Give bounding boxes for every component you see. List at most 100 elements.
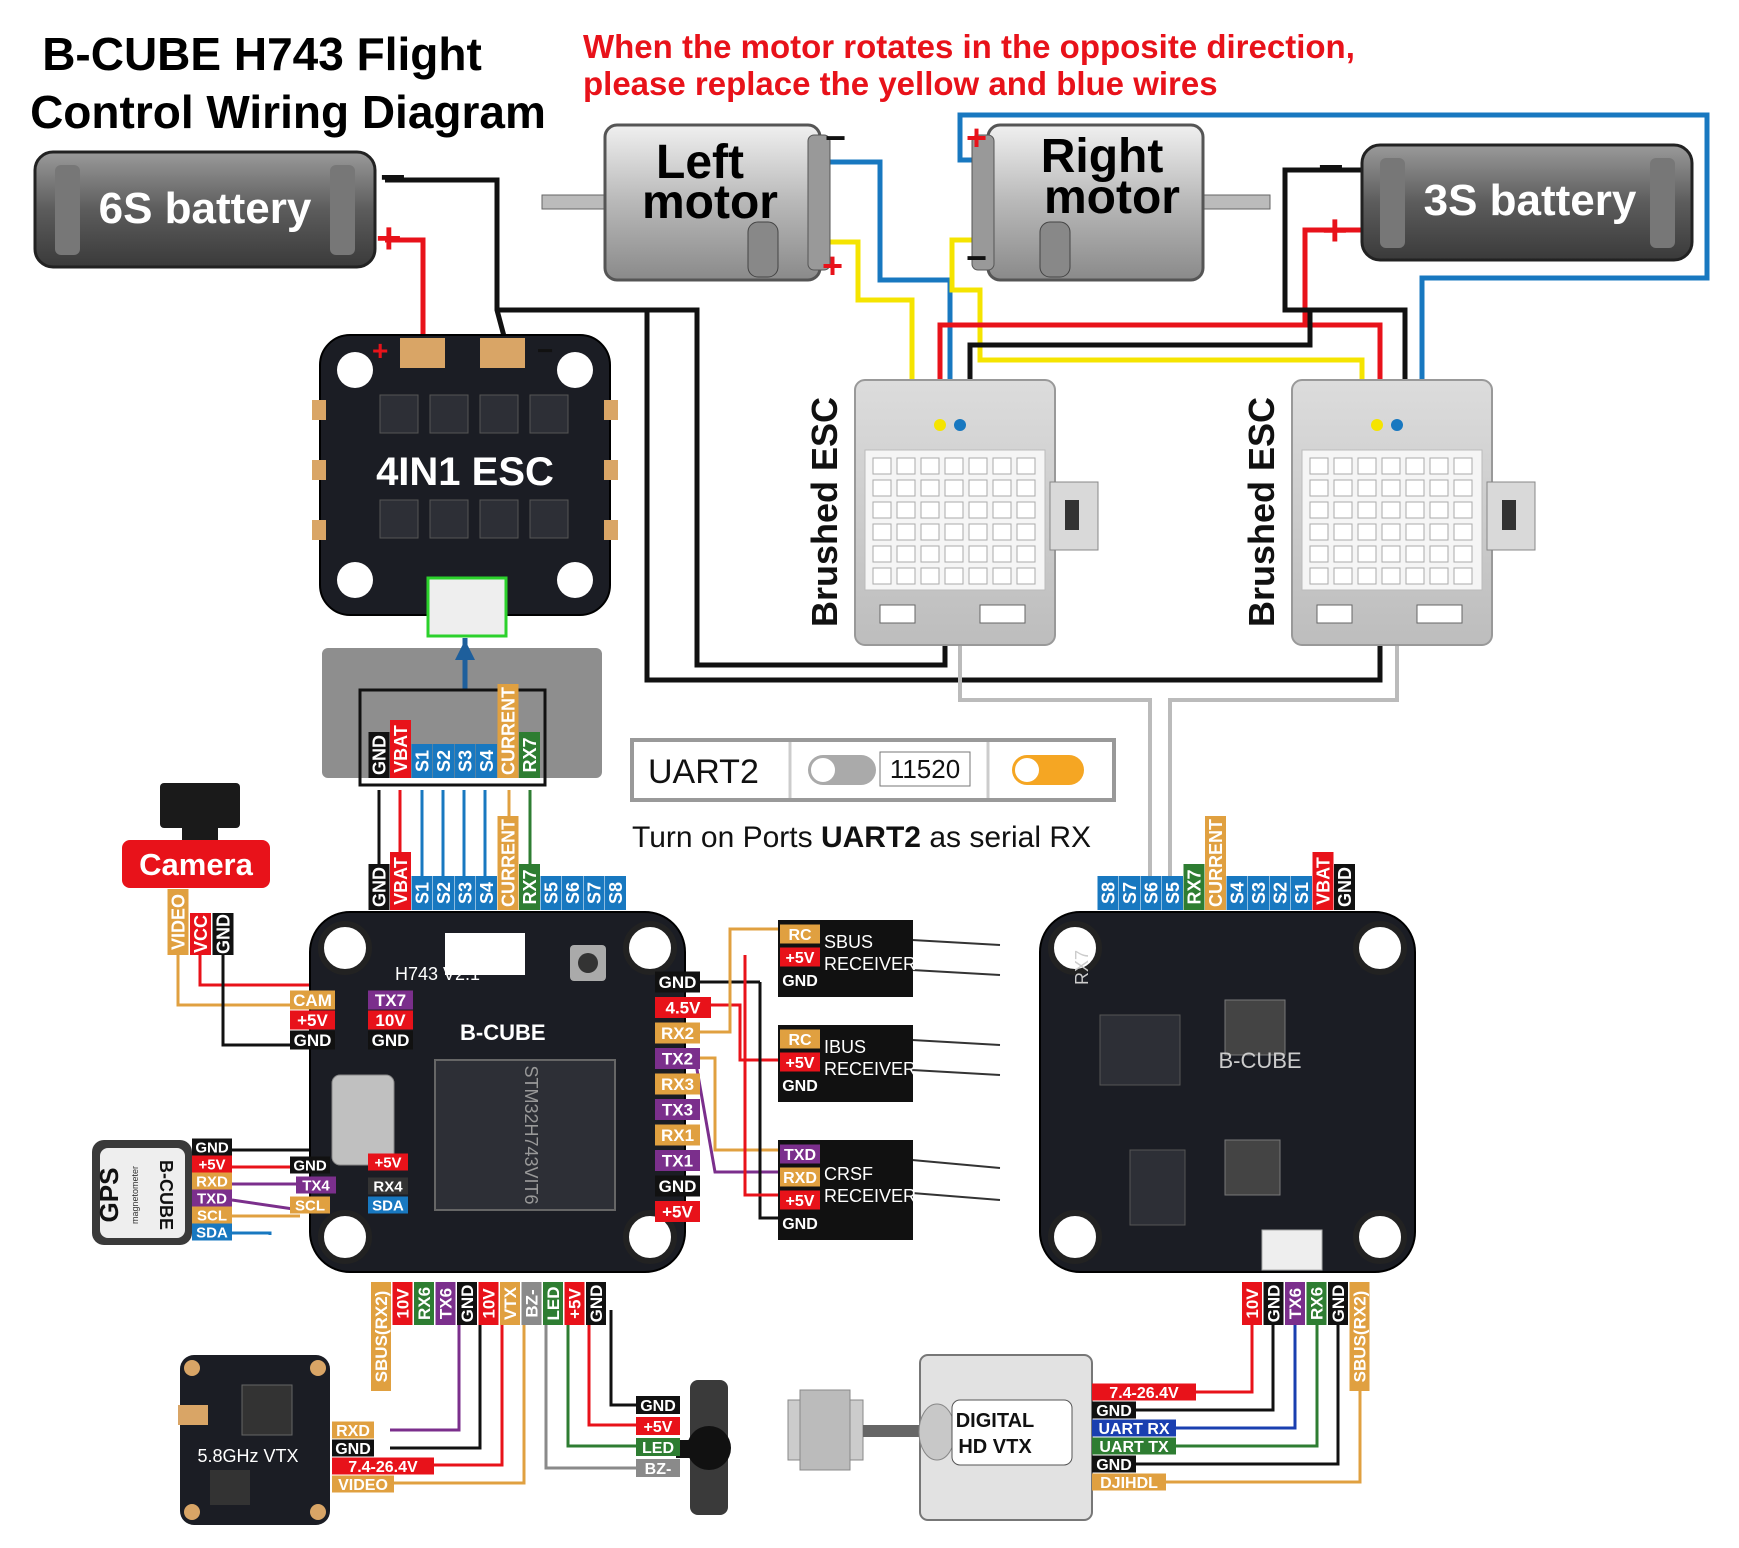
svg-text:RXD: RXD <box>336 1423 370 1440</box>
receiver-pin-5v: +5V <box>780 1052 820 1072</box>
flight-controller-left: STM32H743VIT6 H743 V2.1 B-CUBE <box>309 911 686 1273</box>
svg-text:SBUS(RX2): SBUS(RX2) <box>372 1291 391 1383</box>
fc-right-pad-gnd: GND <box>655 971 700 993</box>
svg-text:UART RX: UART RX <box>1098 1421 1169 1438</box>
fc-bottom-pin-tx6: TX6 <box>435 1282 456 1325</box>
svg-text:GND: GND <box>335 1441 371 1458</box>
svg-text:S8: S8 <box>1098 882 1118 904</box>
svg-text:+5V: +5V <box>297 1011 328 1030</box>
note-line-2: please replace the yellow and blue wires <box>583 65 1218 102</box>
left-motor: Left motor <box>541 123 831 282</box>
fc-left-pad-gnd: GND <box>368 1030 413 1050</box>
svg-text:GND: GND <box>458 1285 477 1323</box>
fc-gps-pad-5v: +5V <box>368 1153 408 1171</box>
svg-text:VTX: VTX <box>501 1286 520 1320</box>
svg-text:GND: GND <box>1335 867 1355 907</box>
svg-text:SDA: SDA <box>196 1224 228 1241</box>
fc-gps-pad-scl: SCL <box>290 1196 330 1214</box>
fc-bottom-pin-led: LED <box>543 1282 563 1325</box>
vtx-digital-label-2: HD VTX <box>958 1436 1032 1458</box>
fc-right-top-pin-s6: S6 <box>1140 876 1162 910</box>
svg-text:TXD: TXD <box>784 1147 816 1164</box>
battery-3s-plus: + <box>1322 206 1348 255</box>
svg-text:CURRENT: CURRENT <box>498 687 518 775</box>
receiver-name: RECEIVER <box>824 1059 916 1079</box>
receiver-pin-gnd: GND <box>780 1213 820 1233</box>
vtx-pin-gnd: GND <box>332 1439 374 1458</box>
fc-top-pin-s4: S4 <box>476 876 497 910</box>
fc-right-top-pin-s3: S3 <box>1248 876 1269 910</box>
svg-text:RX1: RX1 <box>661 1126 694 1145</box>
fc-left-pad-5v: +5V <box>290 1010 335 1030</box>
svg-text:S2: S2 <box>434 882 454 904</box>
svg-text:S6: S6 <box>563 882 583 904</box>
svg-text:RX3: RX3 <box>661 1075 694 1094</box>
svg-text:GND: GND <box>659 973 697 992</box>
buzzer-pin-bz: BZ- <box>636 1459 680 1478</box>
fc-mcu-label: STM32H743VIT6 <box>521 1065 541 1204</box>
svg-text:+5V: +5V <box>786 950 815 967</box>
wire-gnd-esc-left <box>497 307 948 668</box>
fc-right-pad-5v: +5V <box>655 1201 700 1222</box>
fc-right-pad-rx2: RX2 <box>655 1022 700 1044</box>
battery-3s-label: 3S battery <box>1424 176 1637 225</box>
fc-right-top-pin-s5: S5 <box>1162 876 1183 910</box>
baud-field[interactable] <box>879 751 971 787</box>
svg-text:S4: S4 <box>1227 882 1247 904</box>
fc-right-bottom-pin-tx6: TX6 <box>1285 1282 1305 1325</box>
svg-text:S1: S1 <box>1292 882 1312 904</box>
connector-pin-rx7: RX7 <box>519 732 540 778</box>
buzzer-pin-gnd: GND <box>636 1396 680 1415</box>
svg-text:GND: GND <box>293 1157 327 1174</box>
svg-text:CURRENT: CURRENT <box>498 819 518 907</box>
camera: Camera <box>122 783 270 888</box>
svg-text:CURRENT: CURRENT <box>1206 819 1226 907</box>
esc-4in1-label: 4IN1 ESC <box>376 450 554 494</box>
svg-text:GND: GND <box>659 1177 697 1196</box>
fc-right-pad-tx1: TX1 <box>655 1150 700 1171</box>
gps-pin-5v: +5V <box>192 1155 232 1173</box>
fc-right-top-pin-rx7: RX7 <box>1183 864 1205 910</box>
uart-port-label: UART2 <box>648 753 759 791</box>
fc-right-pad-tx2: TX2 <box>655 1048 700 1069</box>
svg-text:+5V: +5V <box>198 1156 225 1173</box>
fc-gps-pad-sda: SDA <box>368 1196 408 1214</box>
buzzer-led <box>676 1380 731 1515</box>
fc-left-pad-tx7: TX7 <box>368 990 413 1010</box>
svg-text:LED: LED <box>642 1440 674 1457</box>
svg-text:TX7: TX7 <box>375 991 406 1010</box>
fc-top-pin-s3: S3 <box>454 876 476 910</box>
fc-gps-pad-rx4: RX4 <box>368 1177 408 1195</box>
fc-right-top-pin-s7: S7 <box>1119 876 1140 910</box>
fc-top-pin-s5: S5 <box>540 876 562 910</box>
svg-text:S1: S1 <box>412 882 432 904</box>
svg-text:+5V: +5V <box>662 1203 693 1222</box>
fc-right-pad-rx1: RX1 <box>655 1124 700 1146</box>
esc-4in1: 4IN1 ESC <box>312 334 618 638</box>
vtx-digital-label-1: DIGITAL <box>956 1410 1035 1432</box>
receiver-pin-rc: RC <box>780 1029 820 1049</box>
svg-text:10V: 10V <box>1243 1288 1262 1319</box>
fc-right-top-pin-vbat: VBAT <box>1312 852 1334 910</box>
svg-text:S1: S1 <box>412 750 432 772</box>
receivers: RC+5VGNDSBUSRECEIVERRC+5VGNDIBUSRECEIVER… <box>778 920 916 1240</box>
fc-bottom-pin-5v: +5V <box>564 1282 585 1325</box>
right-motor-minus: − <box>966 237 987 278</box>
wire-3s-red-left <box>937 322 1305 400</box>
svg-text:S2: S2 <box>434 750 454 772</box>
svg-text:GND: GND <box>782 1216 818 1233</box>
title-line-1: B-CUBE H743 Flight <box>42 28 482 80</box>
svg-text:GND: GND <box>1265 1285 1284 1323</box>
receiver-pin-gnd: GND <box>780 970 820 990</box>
esc-4in1-minus: − <box>537 335 553 366</box>
battery-6s-plus: + <box>376 214 402 263</box>
svg-text:+5V: +5V <box>566 1287 585 1318</box>
left-motor-label-1: Left <box>656 136 744 189</box>
svg-text:VBAT: VBAT <box>1313 857 1333 905</box>
svg-text:RX7: RX7 <box>520 869 540 904</box>
